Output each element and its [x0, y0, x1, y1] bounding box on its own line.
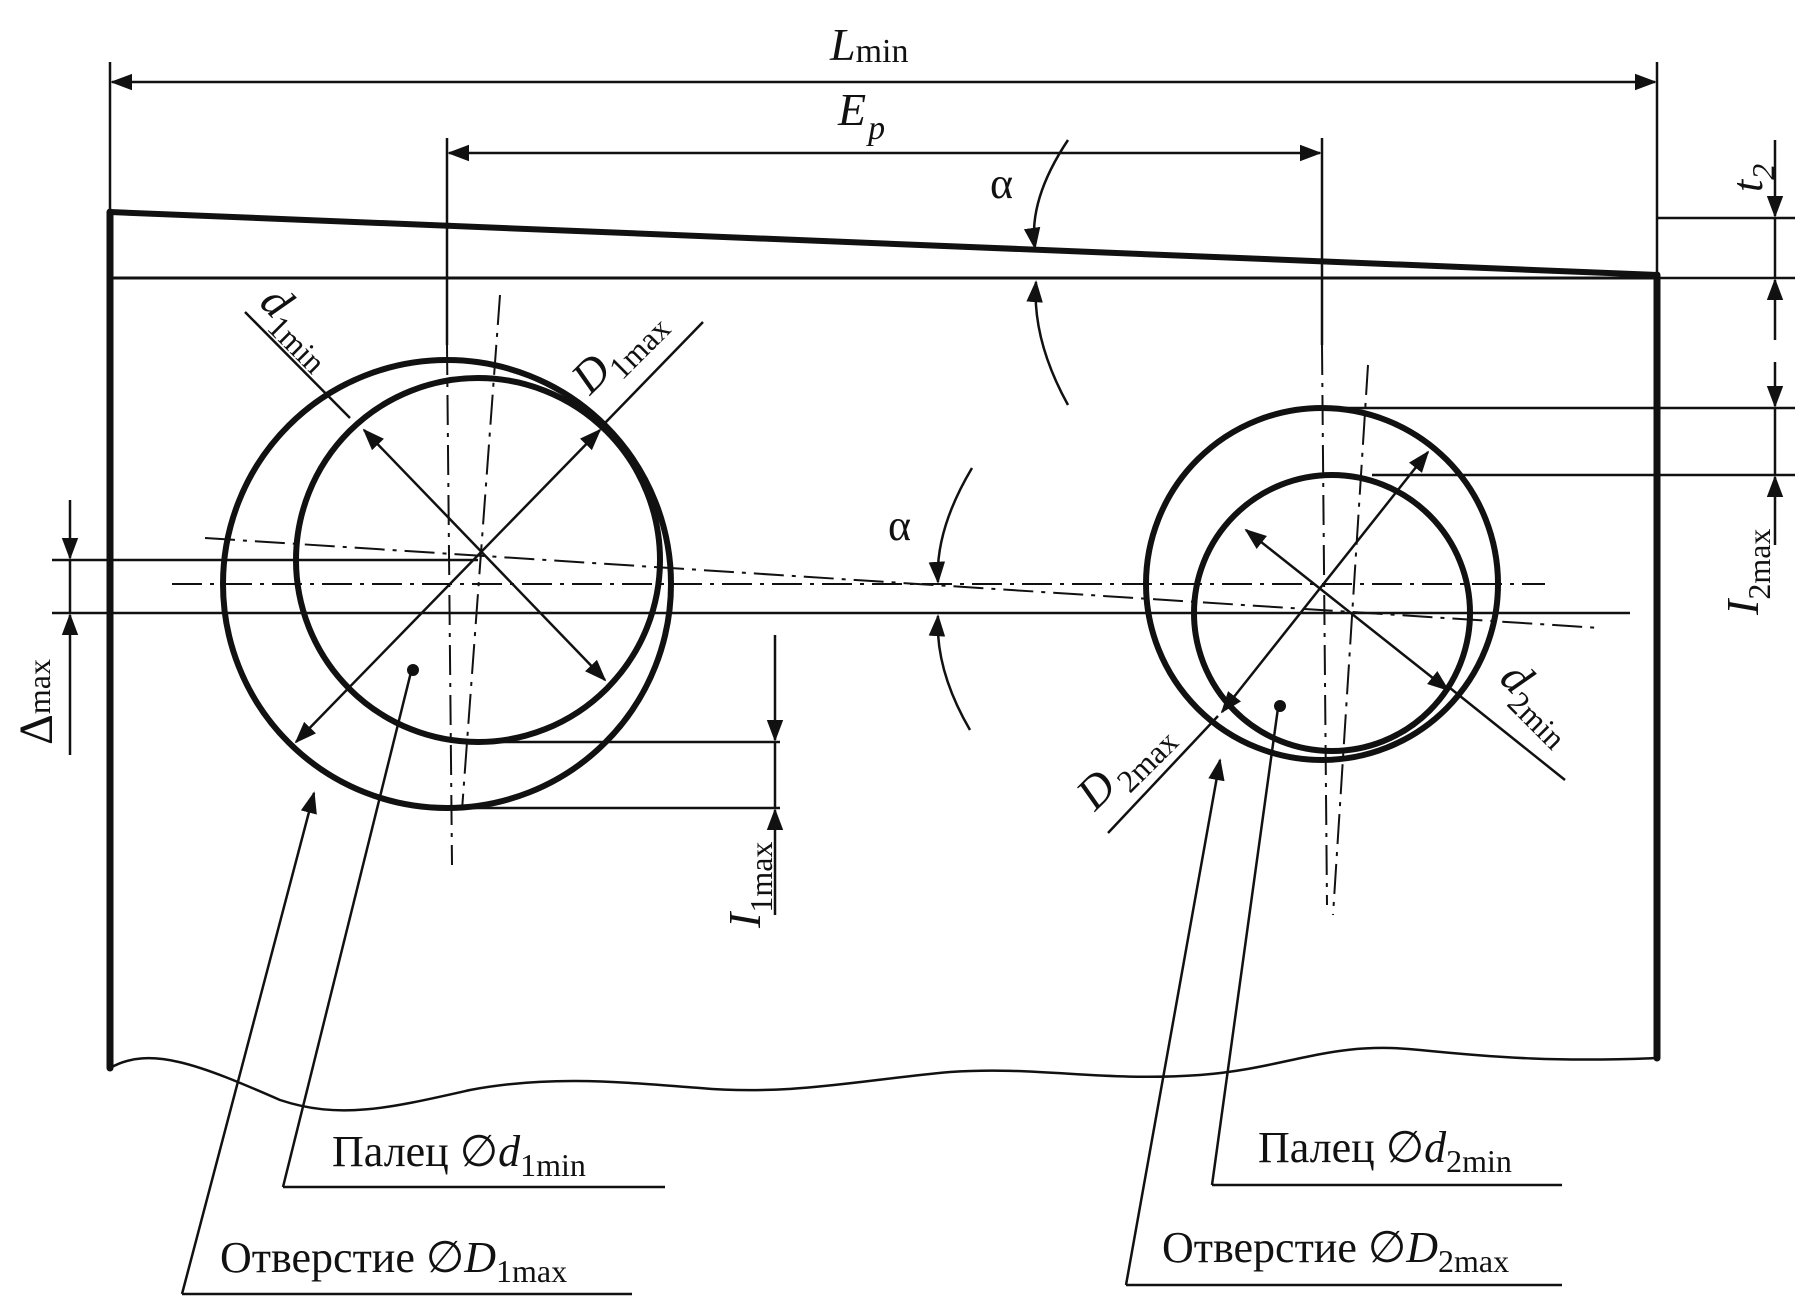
pin-1-leader [281, 671, 413, 1188]
angle-arc-mid-lower [928, 614, 972, 731]
d1min-diameter [362, 428, 607, 682]
hole-1-assembly [220, 311, 784, 915]
angle-alpha-middle [928, 467, 974, 731]
D1max-diameter [294, 428, 602, 744]
label-I1max: I1max [719, 842, 779, 929]
center-lines [172, 294, 1601, 916]
dimension-L-min [108, 62, 1659, 275]
label-d2min: d2min [1485, 651, 1590, 756]
d1min-leader [244, 311, 351, 419]
angle-alpha-top [1023, 139, 1070, 406]
D1max-leader [603, 321, 704, 425]
pin2-tilted-centerline [1332, 364, 1369, 916]
plate-top-tilted-edge [107, 209, 1660, 278]
angle-arc-mid-upper [928, 467, 974, 584]
callout-pin-2: Палец ∅d2min [1258, 1123, 1512, 1179]
hole-1-leader [180, 791, 317, 1295]
d2min-leader [1449, 687, 1566, 781]
D2max-leader [1107, 715, 1219, 834]
callout-leaders [180, 671, 1562, 1296]
label-E-p: Ep [837, 84, 885, 147]
right-side-dimensions [1322, 140, 1795, 545]
callout-pin-1: Палец ∅d1min [332, 1127, 586, 1183]
plate-break-line [108, 1046, 1659, 1112]
label-D1max: D1max [560, 293, 677, 410]
callout-hole-2: Отверстие ∅D2max [1162, 1223, 1509, 1279]
pin-2-marker-dot [1274, 700, 1286, 712]
label-t2: t2 [1723, 164, 1781, 192]
plate-outline [106, 208, 1661, 1112]
dimension-E-p [445, 138, 1324, 345]
label-D2max: D2max [1065, 706, 1185, 826]
delta-reference-lines [52, 500, 1630, 755]
angle-arc-top-upper [1023, 139, 1070, 250]
hole1-vertical-centerline [446, 344, 453, 866]
label-L-min: Lmin [829, 19, 909, 70]
label-I2-max: I2max [1717, 529, 1777, 616]
angle-arc-top-lower [1026, 280, 1070, 406]
label-delta-max: Δmax [10, 659, 63, 745]
hole-2-leader [1124, 758, 1225, 1286]
pin-2-leader [1210, 707, 1280, 1186]
label-alpha-top: α [990, 159, 1013, 208]
hole-2-assembly [1107, 405, 1566, 834]
callout-hole-1: Отверстие ∅D1max [220, 1233, 567, 1289]
label-alpha-middle: α [888, 501, 911, 550]
hole2-vertical-centerline [1321, 344, 1328, 906]
pin-1-marker-dot [407, 664, 419, 676]
hole-2-circle [1143, 405, 1501, 763]
d2min-diameter [1244, 528, 1450, 692]
